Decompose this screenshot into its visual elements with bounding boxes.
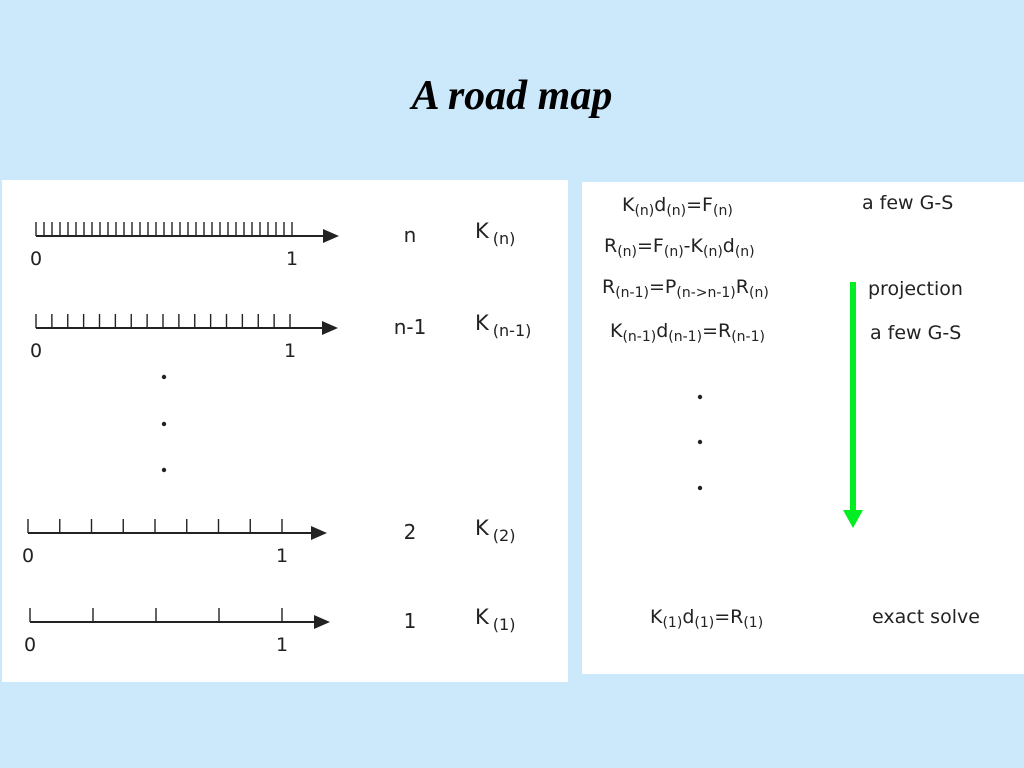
equation-smooth-coarse: K(n-1)d(n-1)=R(n-1) (610, 320, 765, 345)
axis-start-label: 0 (24, 634, 36, 656)
matrix-label: K(1) (475, 605, 515, 634)
grid-level-2: 0 1 n-1 K(n-1) (30, 311, 531, 362)
axis-end-label: 1 (276, 545, 288, 567)
slide-title: A road map (411, 73, 613, 119)
axis-end-label: 1 (284, 340, 296, 362)
level-label: 1 (404, 609, 417, 633)
down-arrow-head (843, 510, 863, 528)
axis-start-label: 0 (30, 248, 42, 270)
note-exact-solve: exact solve (872, 606, 980, 628)
axis-arrow-head (323, 229, 339, 243)
note-projection: projection (868, 278, 963, 300)
ellipsis-dot (161, 467, 167, 473)
ellipsis-dot (697, 485, 703, 491)
note-few-gs-2: a few G-S (870, 322, 962, 344)
ellipsis-dot (161, 374, 167, 380)
grid-level-1: 0 1 n K(n) (30, 219, 515, 270)
axis-arrow-head (314, 615, 330, 629)
matrix-label: K(2) (475, 516, 515, 545)
axis-end-label: 1 (286, 248, 298, 270)
axis-start-label: 0 (22, 545, 34, 567)
axis-start-label: 0 (30, 340, 42, 362)
grid-level-4: 0 1 1 K(1) (24, 605, 515, 656)
equation-smooth-fine: K(n)d(n)=F(n) (622, 194, 733, 219)
equation-residual: R(n)=F(n)-K(n)d(n) (604, 235, 755, 260)
ellipsis-dot (697, 439, 703, 445)
level-label: n (404, 223, 417, 247)
level-label: n-1 (394, 315, 427, 339)
ellipsis-dot (697, 394, 703, 400)
equation-exact-solve: K(1)d(1)=R(1) (650, 606, 764, 631)
axis-arrow-head (322, 321, 338, 335)
algorithm-panel: K(n)d(n)=F(n) R(n)=F(n)-K(n)d(n) R(n-1)=… (582, 182, 1024, 674)
level-label: 2 (404, 520, 417, 544)
axis-end-label: 1 (276, 634, 288, 656)
note-few-gs-1: a few G-S (862, 192, 954, 214)
grid-level-3: 0 1 2 K(2) (22, 516, 515, 567)
equation-projection: R(n-1)=P(n->n-1)R(n) (602, 276, 769, 301)
axis-arrow-head (311, 526, 327, 540)
matrix-label: K(n-1) (475, 311, 531, 340)
ellipsis-dot (161, 421, 167, 427)
matrix-label: K(n) (475, 219, 515, 248)
